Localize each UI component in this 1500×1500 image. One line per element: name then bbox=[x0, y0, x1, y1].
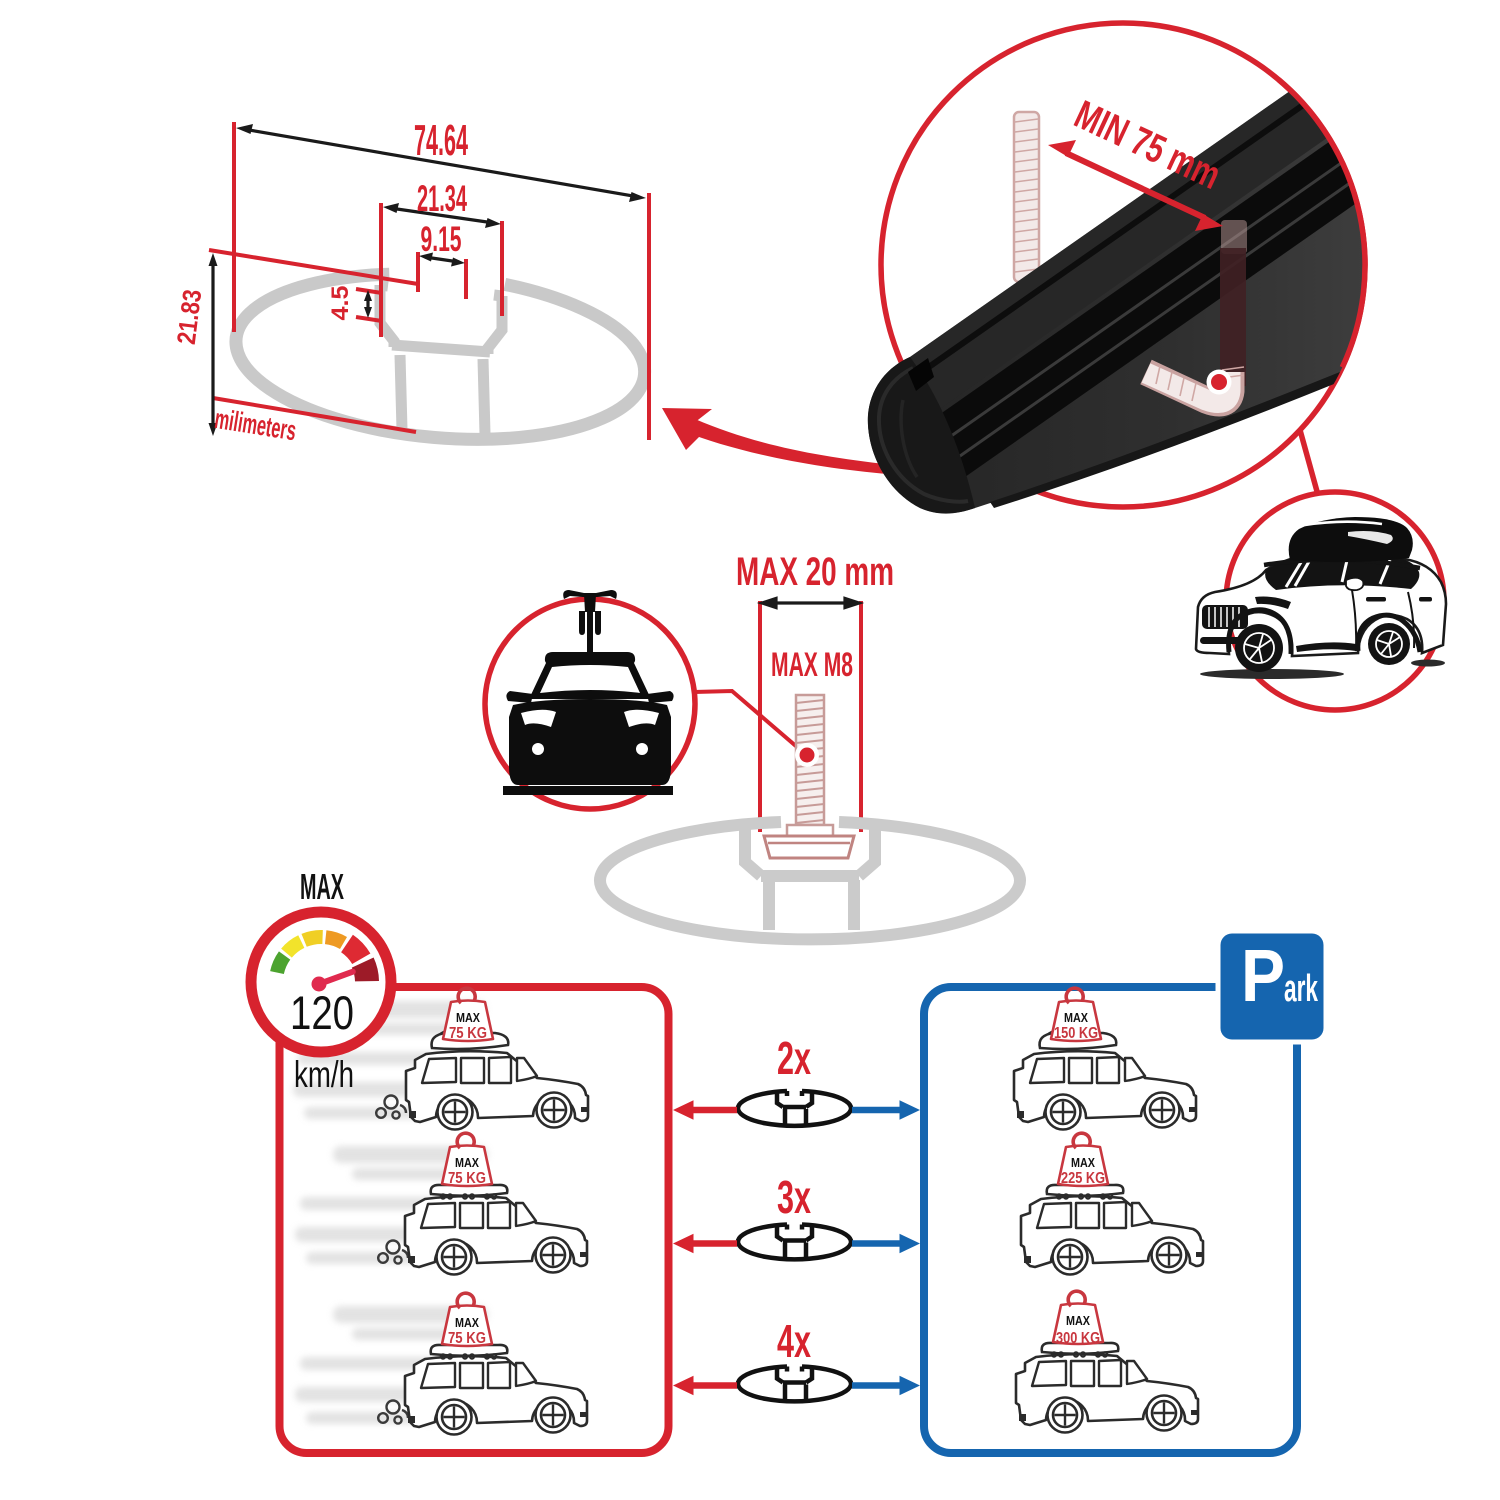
svg-text:MAX: MAX bbox=[1066, 1314, 1091, 1328]
svg-text:150 KG: 150 KG bbox=[1054, 1025, 1098, 1042]
svg-text:9.15: 9.15 bbox=[421, 220, 462, 259]
svg-text:3x: 3x bbox=[777, 1171, 811, 1223]
svg-text:2x: 2x bbox=[777, 1032, 811, 1084]
svg-text:MAX: MAX bbox=[455, 1316, 480, 1330]
svg-text:75 KG: 75 KG bbox=[449, 1025, 487, 1042]
svg-text:MAX: MAX bbox=[455, 1156, 480, 1170]
svg-text:4.5: 4.5 bbox=[327, 286, 354, 321]
svg-text:74.64: 74.64 bbox=[414, 116, 468, 165]
svg-text:75 KG: 75 KG bbox=[448, 1330, 486, 1347]
svg-text:MAX M8: MAX M8 bbox=[771, 646, 853, 684]
svg-text:MAX: MAX bbox=[1064, 1011, 1089, 1025]
svg-text:MAX: MAX bbox=[456, 1011, 481, 1025]
svg-text:225 KG: 225 KG bbox=[1061, 1170, 1105, 1187]
svg-text:MAX 20 mm: MAX 20 mm bbox=[736, 550, 894, 594]
svg-text:MAX: MAX bbox=[300, 866, 344, 907]
svg-text:120: 120 bbox=[290, 986, 354, 1039]
svg-text:300 KG: 300 KG bbox=[1056, 1330, 1100, 1347]
svg-text:21.34: 21.34 bbox=[417, 178, 467, 219]
svg-text:km/h: km/h bbox=[294, 1054, 354, 1095]
svg-text:75 KG: 75 KG bbox=[448, 1170, 486, 1187]
svg-text:P: P bbox=[1241, 934, 1285, 1017]
svg-text:21.83: 21.83 bbox=[171, 288, 207, 346]
svg-text:ark: ark bbox=[1284, 968, 1319, 1010]
svg-text:MAX: MAX bbox=[1071, 1156, 1096, 1170]
svg-text:4x: 4x bbox=[777, 1315, 811, 1367]
